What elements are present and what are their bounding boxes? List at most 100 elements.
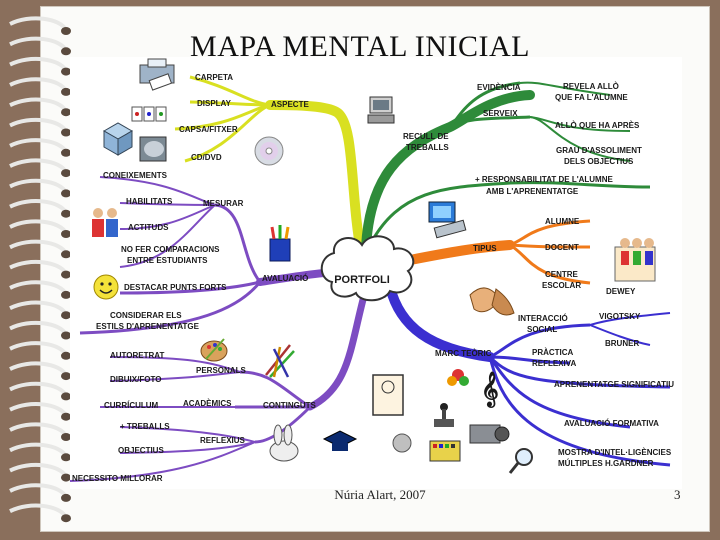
label-interaccio-2: SOCIAL bbox=[527, 325, 557, 334]
binder-ring bbox=[9, 97, 68, 113]
label-marc-teoric: MARC TEÒRIC bbox=[435, 349, 492, 358]
binder-hole bbox=[61, 108, 71, 117]
binder-ring bbox=[9, 199, 68, 214]
binder-ring bbox=[9, 422, 68, 438]
binder-ring bbox=[9, 320, 68, 336]
label-grau: GRAU D'ASSOLIMENT bbox=[556, 146, 642, 155]
label-carpeta: CARPETA bbox=[195, 73, 233, 82]
branch-continguts bbox=[306, 288, 369, 411]
box-icon bbox=[102, 122, 134, 156]
cards-icon bbox=[131, 106, 167, 122]
binder-hole bbox=[61, 27, 71, 35]
label-mostra-1: MOSTRA D'INTEL·LIGÈNCIES bbox=[558, 448, 672, 457]
label-habilitats: HABILITATS bbox=[126, 197, 173, 206]
music-note-icon: 𝄞 bbox=[481, 371, 499, 409]
printer-icon bbox=[139, 58, 175, 91]
binder-ring bbox=[9, 138, 68, 153]
binder-hole bbox=[61, 351, 71, 360]
label-continguts: CONTINGUTS bbox=[263, 401, 317, 410]
binder-hole bbox=[61, 453, 71, 462]
label-revela: REVELA ALLÒ bbox=[563, 82, 619, 91]
portrait-frame-icon bbox=[372, 374, 404, 416]
badge-icon bbox=[392, 433, 412, 453]
binder-ring bbox=[9, 239, 68, 255]
mind-map: PORTFOLI bbox=[70, 57, 682, 489]
branch-marc bbox=[385, 282, 495, 362]
binder-ring bbox=[9, 442, 68, 458]
binder-rings bbox=[9, 16, 71, 523]
label-avaluacio: AVALUACIÓ bbox=[262, 274, 308, 283]
binder-hole bbox=[61, 372, 71, 381]
binder-ring bbox=[9, 16, 68, 32]
binder-ring bbox=[9, 158, 68, 174]
label-aprenentatge-resp: AMB L'APRENENTATGE bbox=[486, 187, 579, 196]
binder-hole bbox=[61, 473, 71, 482]
label-bruner: BRUNER bbox=[605, 339, 639, 348]
joystick-icon bbox=[434, 403, 454, 427]
central-node: PORTFOLI bbox=[320, 235, 415, 302]
students-icon bbox=[614, 238, 656, 282]
binder-ring bbox=[9, 361, 68, 377]
binder-hole bbox=[61, 209, 71, 218]
branch-recull bbox=[361, 90, 535, 252]
binder-ring bbox=[9, 341, 68, 356]
binder-ring bbox=[9, 503, 68, 519]
binder-hole bbox=[61, 392, 71, 401]
label-practica-1: PRÀCTICA bbox=[532, 348, 574, 357]
binder-hole bbox=[61, 493, 71, 502]
binder-ring bbox=[9, 57, 68, 72]
binder-hole bbox=[61, 270, 71, 279]
binder-hole bbox=[61, 47, 71, 56]
handshake-icon bbox=[469, 287, 515, 316]
binder-ring bbox=[9, 219, 68, 235]
binder-hole bbox=[61, 148, 71, 157]
label-necessito: NECESSITO MILLORAR bbox=[72, 474, 163, 483]
label-tipus: TIPUS bbox=[473, 244, 497, 253]
label-recull-2: TREBALLS bbox=[406, 143, 449, 152]
label-autoretrat: AUTORETRAT bbox=[110, 351, 164, 360]
central-label: PORTFOLI bbox=[334, 274, 390, 286]
binder-ring bbox=[9, 483, 68, 499]
people-icon bbox=[92, 208, 118, 237]
label-reflexius: REFLEXIUS bbox=[200, 436, 246, 445]
binder-ring bbox=[9, 117, 68, 133]
label-actituds: ACTITUDS bbox=[128, 223, 169, 232]
binder-hole bbox=[61, 290, 71, 299]
label-no-fer: NO FER COMPARACIONS bbox=[121, 245, 220, 254]
binder-ring bbox=[9, 280, 68, 296]
label-display: DISPLAY bbox=[197, 99, 232, 108]
label-interaccio-1: INTERACCIÓ bbox=[518, 314, 568, 323]
calculator-icon bbox=[429, 440, 461, 462]
binder-hole bbox=[61, 230, 71, 238]
label-allo-que: ALLÒ QUE HA APRÈS bbox=[555, 121, 640, 130]
label-cd-dvd: CD/DVD bbox=[191, 153, 222, 162]
label-escolar: ESCOLAR bbox=[542, 281, 581, 290]
label-capsa-fitxer: CAPSA/FITXER bbox=[179, 125, 238, 134]
branch-tipus bbox=[395, 240, 515, 267]
binder-ring bbox=[9, 381, 68, 397]
binder-ring bbox=[9, 178, 68, 194]
cd-disc-icon bbox=[254, 136, 284, 166]
label-que-fa: QUE FA L'ALUMNE bbox=[555, 93, 628, 102]
label-destacar: DESTACAR PUNTS FORTS bbox=[124, 283, 227, 292]
label-serveix: SERVEIX bbox=[483, 109, 518, 118]
binder-ring bbox=[9, 260, 68, 275]
brushes-icon bbox=[265, 344, 295, 378]
binder-hole bbox=[61, 250, 71, 259]
label-considerar: CONSIDERAR ELS bbox=[110, 311, 182, 320]
label-mesurar: MESURAR bbox=[203, 199, 244, 208]
binder-hole bbox=[61, 433, 71, 441]
smiley-icon bbox=[93, 274, 119, 300]
binder-ring bbox=[9, 36, 68, 52]
label-alumne: ALUMNE bbox=[545, 217, 580, 226]
label-entre-estudiants: ENTRE ESTUDIANTS bbox=[127, 256, 208, 265]
binder-hole bbox=[61, 189, 71, 198]
label-evidencia: EVIDÈNCIA bbox=[477, 83, 521, 92]
label-academics: ACADÈMICS bbox=[183, 399, 232, 408]
video-camera-icon bbox=[469, 424, 510, 444]
binder-hole bbox=[61, 311, 71, 320]
binder-ring bbox=[9, 463, 68, 478]
robot-computer-icon bbox=[428, 201, 467, 239]
magnifier-icon bbox=[508, 448, 533, 474]
